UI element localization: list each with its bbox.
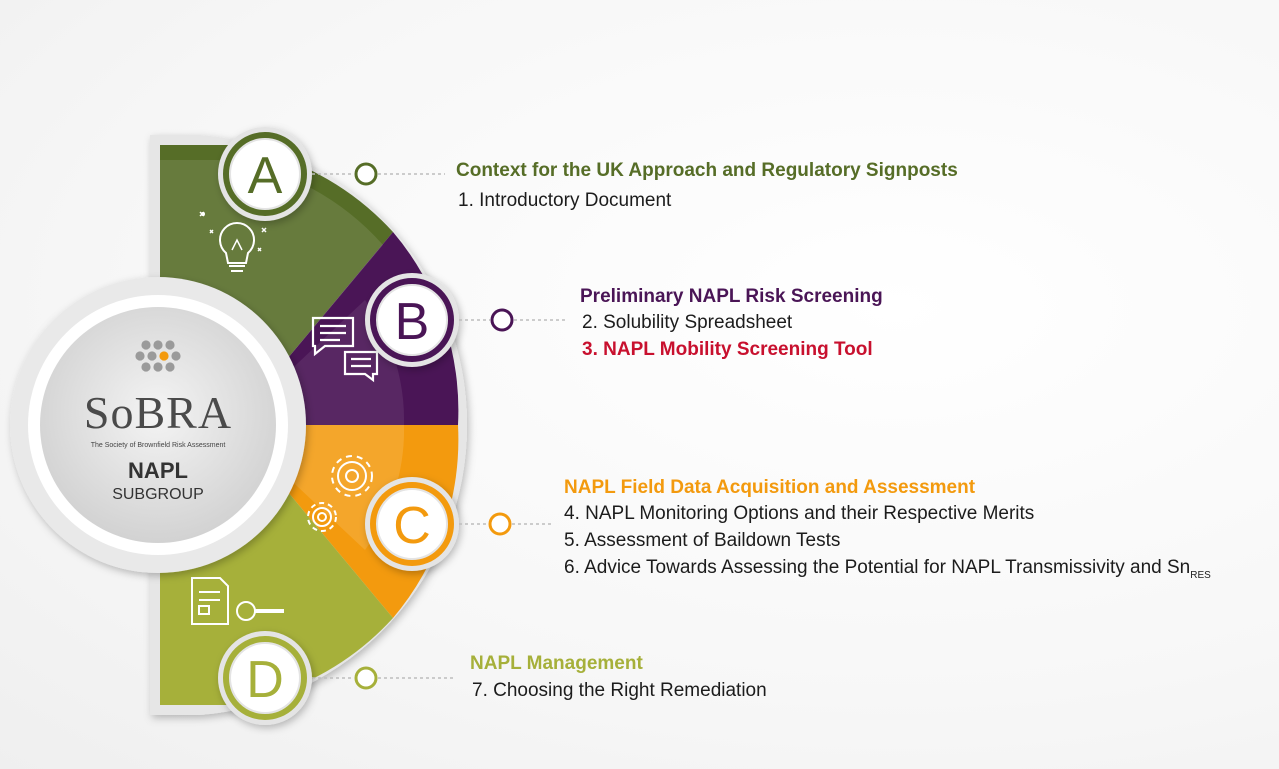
badge-b-letter: B	[395, 293, 430, 351]
badge-c: C	[365, 477, 459, 571]
section-b-title: Preliminary NAPL Risk Screening	[580, 286, 883, 307]
section-a-item: 1. Introductory Document	[458, 190, 672, 211]
logo-dot	[141, 340, 151, 350]
section-c-item-text: 6. Advice Towards Assessing the Potentia…	[564, 557, 1191, 578]
section-b-item: 2. Solubility Spreadsheet	[582, 312, 793, 333]
section-c-title: NAPL Field Data Acquisition and Assessme…	[564, 477, 976, 498]
logo-disc	[40, 307, 276, 543]
connector-b	[459, 308, 568, 332]
logo-dot	[135, 351, 145, 361]
section-c-item: 4. NAPL Monitoring Options and their Res…	[564, 503, 1035, 524]
logo-name: SoBRA	[83, 387, 233, 438]
logo-dot	[165, 362, 175, 372]
section-c-item: 5. Assessment of Baildown Tests	[564, 530, 841, 551]
logo-dot	[141, 362, 151, 372]
logo-dot	[153, 362, 163, 372]
badge-d-letter: D	[246, 651, 284, 709]
badge-c-letter: C	[393, 497, 431, 555]
logo-dot	[165, 340, 175, 350]
badge-d: D	[218, 631, 312, 725]
logo-group: NAPL	[128, 458, 188, 483]
logo-dot	[171, 351, 181, 361]
section-c-item-subscript: RES	[1190, 570, 1211, 581]
logo-dot	[153, 340, 163, 350]
lightbulb-icon	[199, 211, 267, 272]
badge-a: A	[218, 127, 312, 221]
connector-a	[312, 162, 445, 186]
section-b-item-highlight: 3. NAPL Mobility Screening Tool	[582, 339, 873, 360]
logo-tagline: The Society of Brownfield Risk Assessmen…	[90, 442, 226, 449]
connector-d	[312, 666, 455, 690]
document-magnifier-icon	[191, 577, 284, 625]
chat-bubbles-icon	[311, 316, 379, 383]
section-d-item: 7. Choosing the Right Remediation	[472, 680, 767, 701]
badge-b: B	[365, 273, 459, 367]
logo-dot	[147, 351, 157, 361]
badge-a-letter: A	[248, 147, 283, 205]
connector-c	[459, 512, 554, 536]
section-a-title: Context for the UK Approach and Regulato…	[456, 160, 958, 181]
section-d-title: NAPL Management	[470, 653, 643, 674]
logo-subgroup: SUBGROUP	[112, 486, 204, 503]
logo-hex-dots-icon	[135, 340, 181, 372]
gears-icon	[307, 455, 373, 532]
logo-dot-accent	[159, 351, 169, 361]
section-c-item-last: 6. Advice Towards Assessing the Potentia…	[564, 557, 1211, 581]
